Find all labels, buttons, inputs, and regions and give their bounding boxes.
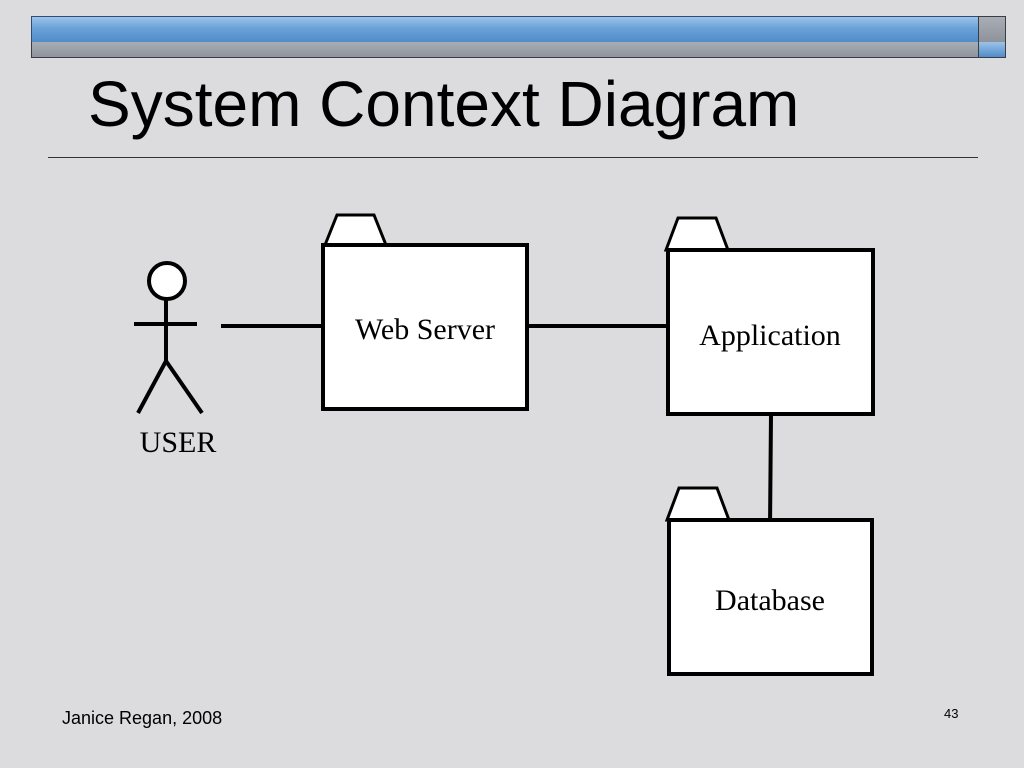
user-label: USER — [140, 426, 217, 459]
title-divider — [48, 157, 978, 158]
user-actor: USER — [134, 261, 217, 459]
application-package: Application — [663, 216, 875, 416]
header-corner-gray — [978, 16, 1006, 43]
stick-figure-icon — [134, 261, 204, 415]
database-box — [667, 518, 874, 676]
slide-title: System Context Diagram — [88, 68, 800, 140]
database-label: Database — [715, 584, 825, 617]
application-label: Application — [699, 319, 841, 352]
web-server-box — [321, 243, 529, 411]
web-server-label: Web Server — [355, 313, 495, 346]
application-box — [666, 248, 875, 416]
database-package: Database — [664, 486, 874, 676]
web-server-package: Web Server — [321, 213, 529, 411]
package-tab-icon — [322, 213, 389, 247]
footer-author: Janice Regan, 2008 — [62, 708, 223, 728]
package-tab-icon — [663, 216, 731, 252]
header-corner-blue — [978, 42, 1006, 58]
page-number: 43 — [944, 706, 959, 721]
connector-application-database — [768, 413, 773, 529]
package-tab-icon — [664, 486, 732, 522]
